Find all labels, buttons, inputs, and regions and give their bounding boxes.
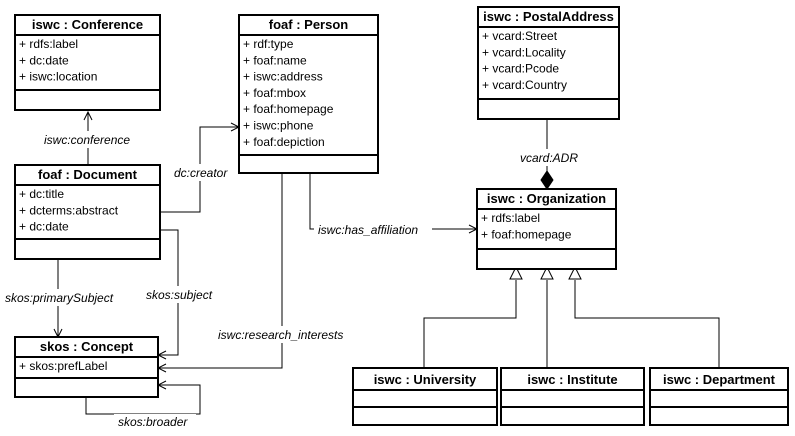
relation-label-conference: iswc:conference — [44, 133, 130, 147]
class-institute: iswc : Institute — [500, 367, 645, 426]
class-box — [649, 367, 789, 426]
label-background — [516, 149, 590, 166]
label-background — [170, 164, 240, 181]
class-organization: iswc : Organization + rdfs:label + foaf:ho… — [476, 188, 617, 270]
class-attribute: + vcard:Country — [482, 78, 567, 92]
relation-label-subject: skos:subject — [146, 288, 213, 302]
relation-label-broader: skos:broader — [118, 415, 188, 429]
class-attribute: + foaf:depiction — [243, 135, 325, 149]
class-postal: iswc : PostalAddress + vcard:Street + vcar… — [477, 6, 620, 120]
class-box — [14, 164, 161, 260]
class-attribute: + iswc:location — [19, 70, 97, 84]
class-attribute: + foaf:homepage — [243, 102, 334, 116]
class-attribute: + dc:date — [19, 220, 69, 234]
class-name: skos : Concept — [40, 339, 134, 354]
class-box — [14, 14, 161, 111]
label-background — [2, 289, 126, 306]
class-attribute: + dc:date — [19, 53, 69, 67]
class-attribute: + vcard:Pcode — [482, 62, 559, 76]
class-attribute: + skos:prefLabel — [19, 359, 107, 373]
relation-label-has-affiliation: iswc:has_affiliation — [318, 223, 418, 237]
class-conference: iswc : Conference + rdfs:label + dc:date + … — [14, 14, 161, 111]
connectors — [58, 112, 720, 415]
class-box — [476, 188, 617, 270]
class-box — [352, 367, 498, 426]
class-attribute: + vcard:Street — [482, 29, 558, 43]
label-background — [314, 221, 432, 238]
edge-has-affiliation — [309, 172, 477, 229]
relation-label-primary-subject: skos:primarySubject — [5, 291, 114, 305]
class-name: iswc : Organization — [487, 191, 606, 206]
edge-research-interests — [158, 172, 283, 368]
relation-labels: iswc:conference dc:creator vcard:ADR isw… — [2, 131, 590, 431]
class-department: iswc : Department — [649, 367, 789, 426]
generalization-triangle — [540, 265, 554, 280]
class-name: iswc : PostalAddress — [483, 9, 614, 24]
generalization-triangle — [568, 265, 582, 280]
class-person: foaf : Person + rdf:type + foaf:name + iswc… — [238, 14, 379, 174]
class-box — [14, 336, 159, 398]
class-box — [477, 6, 620, 120]
class-concept: skos : Concept + skos:prefLabel — [14, 336, 159, 398]
label-background — [114, 414, 196, 431]
class-name: foaf : Person — [269, 17, 349, 32]
edge-department-generalization — [574, 280, 720, 368]
class-attribute: + dcterms:abstract — [19, 203, 119, 217]
class-attribute: + rdf:type — [243, 37, 294, 51]
class-attribute: + dc:title — [19, 187, 64, 201]
label-background — [215, 326, 359, 343]
class-name: iswc : Department — [663, 372, 776, 387]
class-name: foaf : Document — [38, 167, 138, 182]
label-background — [40, 131, 144, 148]
class-university: iswc : University — [352, 367, 498, 426]
class-document: foaf : Document + dc:title + dcterms:abstr… — [14, 164, 161, 260]
class-name: iswc : Institute — [527, 372, 617, 387]
relation-label-research-interests: iswc:research_interests — [218, 328, 343, 342]
edge-broader — [85, 385, 201, 415]
class-name: iswc : Conference — [32, 17, 143, 32]
class-attribute: + vcard:Locality — [482, 45, 566, 59]
class-name: iswc : University — [374, 372, 477, 387]
class-attribute: + foaf:mbox — [243, 86, 306, 100]
generalization-triangle — [509, 265, 523, 280]
class-attribute: + iswc:phone — [243, 119, 314, 133]
class-attribute: + iswc:address — [243, 70, 323, 84]
class-attribute: + rdfs:label — [19, 37, 78, 51]
edge-university-generalization — [423, 280, 517, 368]
relation-label-adr: vcard:ADR — [520, 151, 578, 165]
class-attribute: + rdfs:label — [481, 211, 540, 225]
relation-label-creator: dc:creator — [174, 166, 228, 180]
composition-diamond — [540, 170, 554, 190]
class-attribute: + foaf:name — [243, 53, 307, 67]
class-box — [238, 14, 379, 174]
label-background — [143, 286, 223, 303]
classes: iswc : Conference + rdfs:label + dc:date + … — [14, 6, 789, 426]
class-box — [500, 367, 645, 426]
class-attribute: + foaf:homepage — [481, 227, 572, 241]
